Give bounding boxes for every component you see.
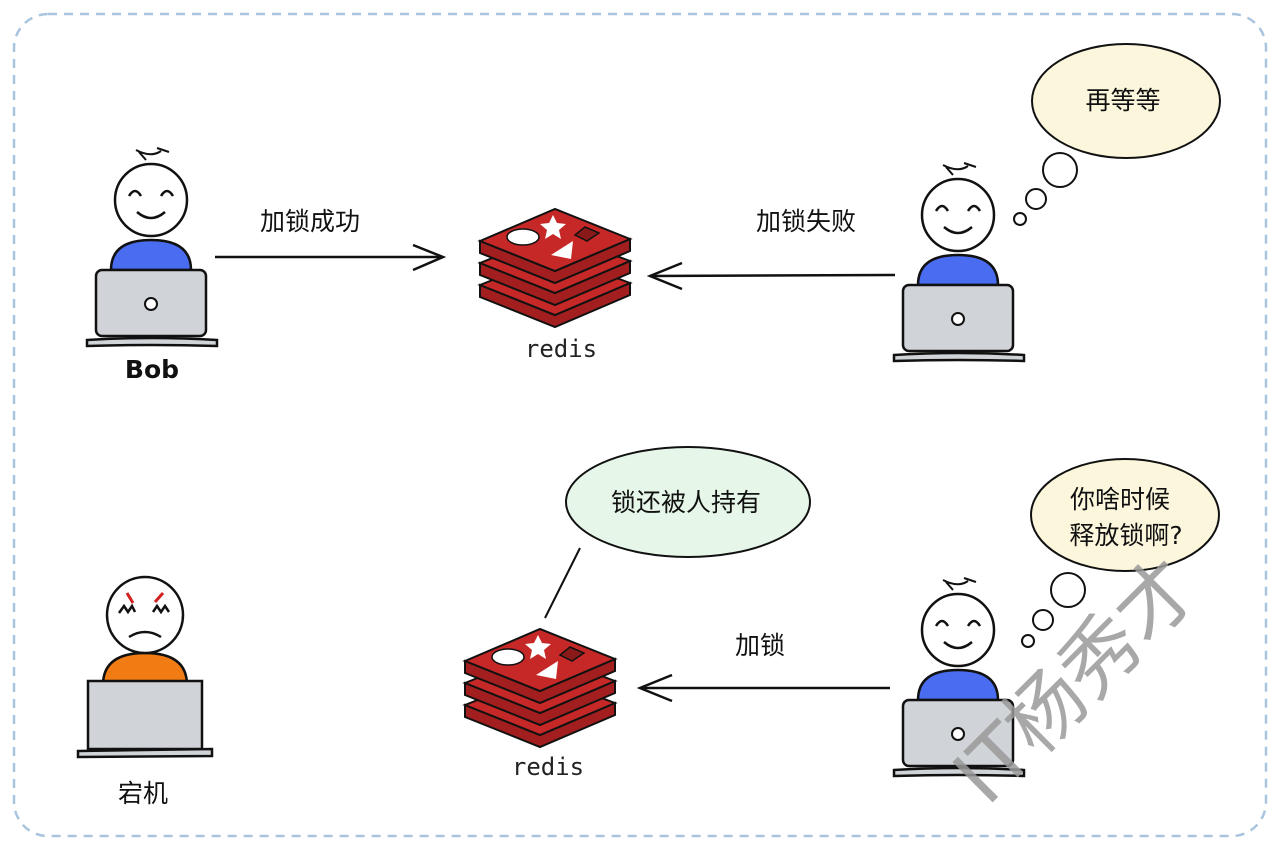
diagram-border [12, 12, 1268, 838]
arrow-lock-attempt [636, 673, 890, 703]
redis-icon [464, 628, 616, 748]
arrow-lock-success [215, 243, 447, 272]
thought-bubble [1021, 458, 1220, 648]
bob-label: Bob [125, 355, 179, 384]
speech-bubble [544, 446, 811, 619]
bob-client-icon [87, 148, 217, 346]
thought-text-line1: 你啥时候 [1070, 485, 1170, 514]
redis-label: redis [525, 335, 597, 363]
client-waiting-icon [894, 163, 1024, 361]
crashed-client-icon [76, 575, 214, 759]
redis-label: redis [512, 753, 584, 781]
speech-text: 锁还被人持有 [611, 488, 761, 517]
redis-icon [479, 208, 631, 328]
thought-bubble [1013, 43, 1221, 226]
arrow-lock-fail [646, 261, 896, 291]
lock-attempt-label: 加锁 [735, 631, 785, 660]
lock-success-label: 加锁成功 [260, 207, 360, 236]
lock-fail-label: 加锁失败 [756, 207, 856, 236]
thought-text-line2: 释放锁啊? [1069, 521, 1182, 550]
thought-text: 再等等 [1085, 86, 1160, 115]
crashed-label: 宕机 [118, 779, 168, 808]
